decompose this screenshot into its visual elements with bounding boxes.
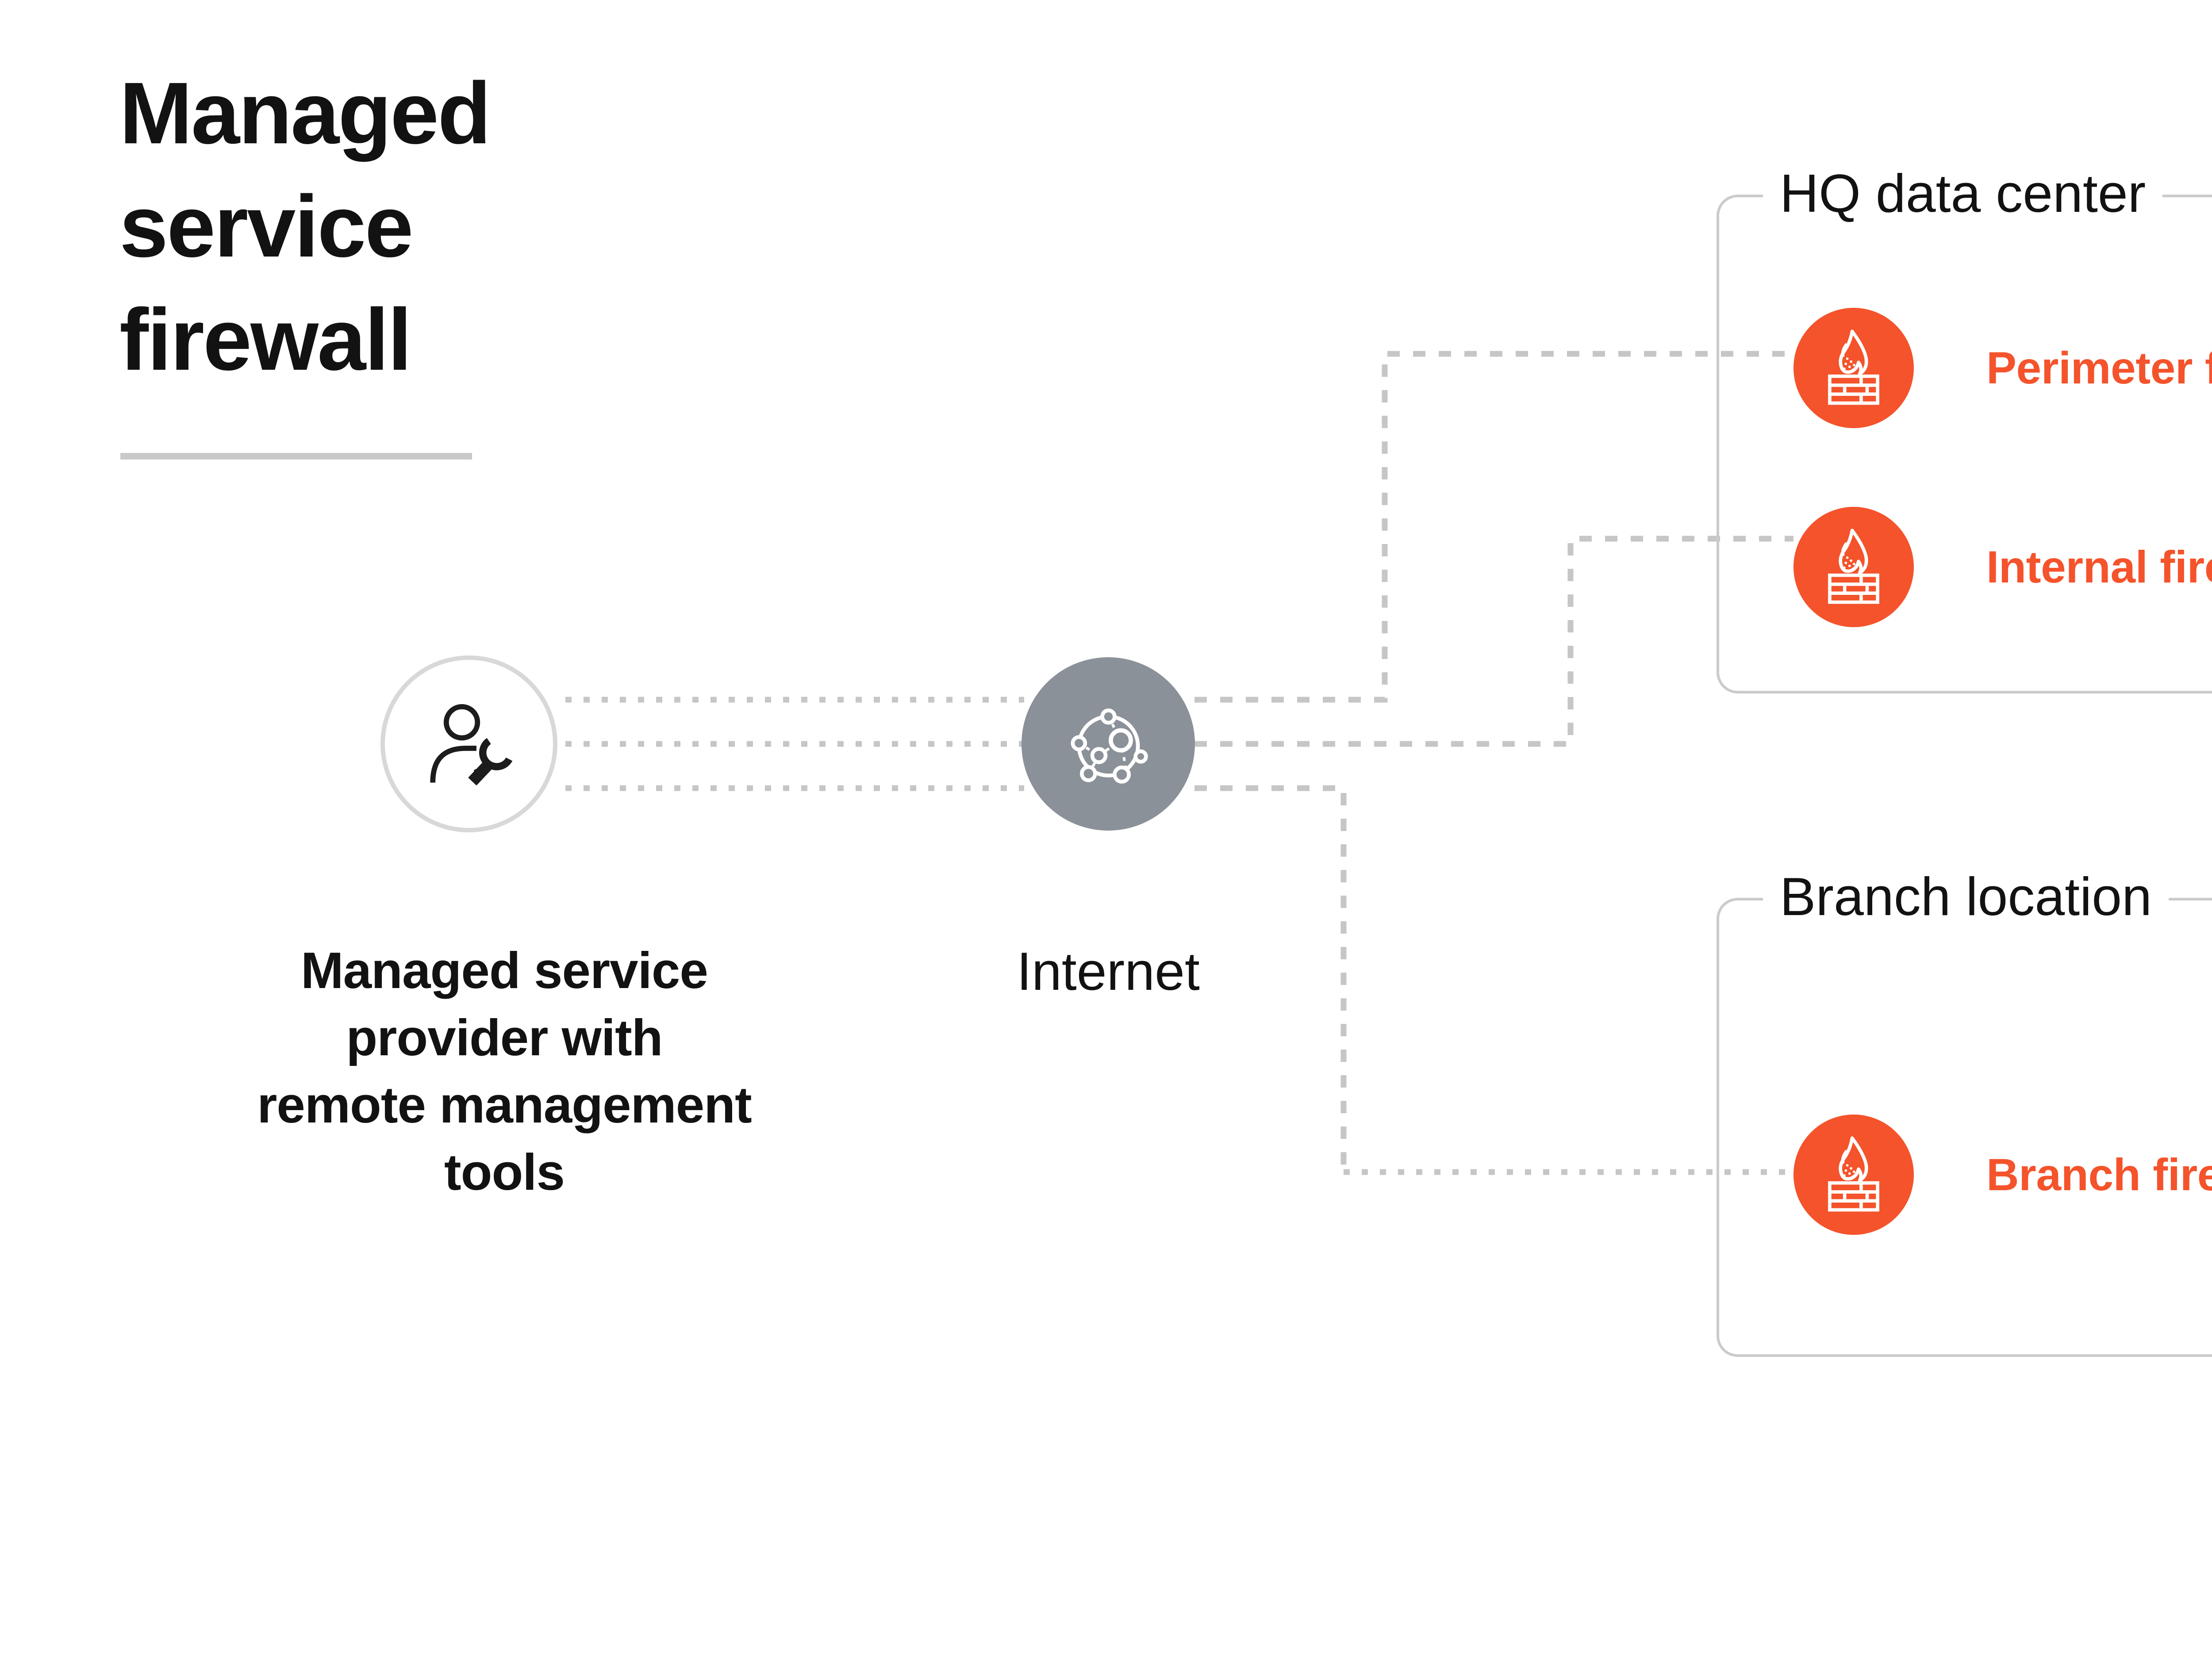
page-title-line: firewall: [119, 291, 412, 388]
network-globe-icon: [1071, 708, 1148, 784]
page-title: Managed service firewall: [119, 57, 491, 396]
internet-node: [1022, 657, 1195, 831]
person-wrench-icon: [430, 704, 512, 785]
branch-box-label: Branch location: [1763, 863, 2169, 930]
page-title-line: service: [119, 177, 414, 275]
msp-label-line: provider with: [346, 1009, 663, 1066]
msp-label-line: tools: [444, 1143, 565, 1201]
internet-label: Internet: [1017, 941, 1200, 1001]
internet-to-perimeter-line: [1194, 351, 1793, 703]
perimeter-firewalls-node: [1793, 308, 1914, 428]
msp-label-line: remote management: [257, 1076, 752, 1134]
flame-brick-firewall-icon: [1828, 1136, 1879, 1212]
msp-label: Managed service provider with remote man…: [173, 937, 836, 1206]
internal-firewalls-label: Internal firewalls: [1986, 541, 2212, 592]
title-underline-rule: [120, 453, 472, 460]
msp-label-line: Managed service: [301, 942, 708, 999]
msp-node: [380, 655, 557, 832]
branch-firewalls-label: Branch firewalls: [1986, 1149, 2212, 1200]
page-title-line: Managed: [119, 64, 491, 162]
perimeter-firewalls-label: Perimeter firewalls: [1986, 342, 2212, 393]
internal-firewalls-node: [1793, 507, 1914, 627]
flame-brick-firewall-icon: [1828, 330, 1879, 405]
branch-firewalls-node: [1793, 1115, 1914, 1235]
hq-box-label: HQ data center: [1763, 160, 2163, 226]
internet-to-internal-line: [1194, 536, 1793, 747]
flame-brick-firewall-icon: [1828, 529, 1879, 604]
